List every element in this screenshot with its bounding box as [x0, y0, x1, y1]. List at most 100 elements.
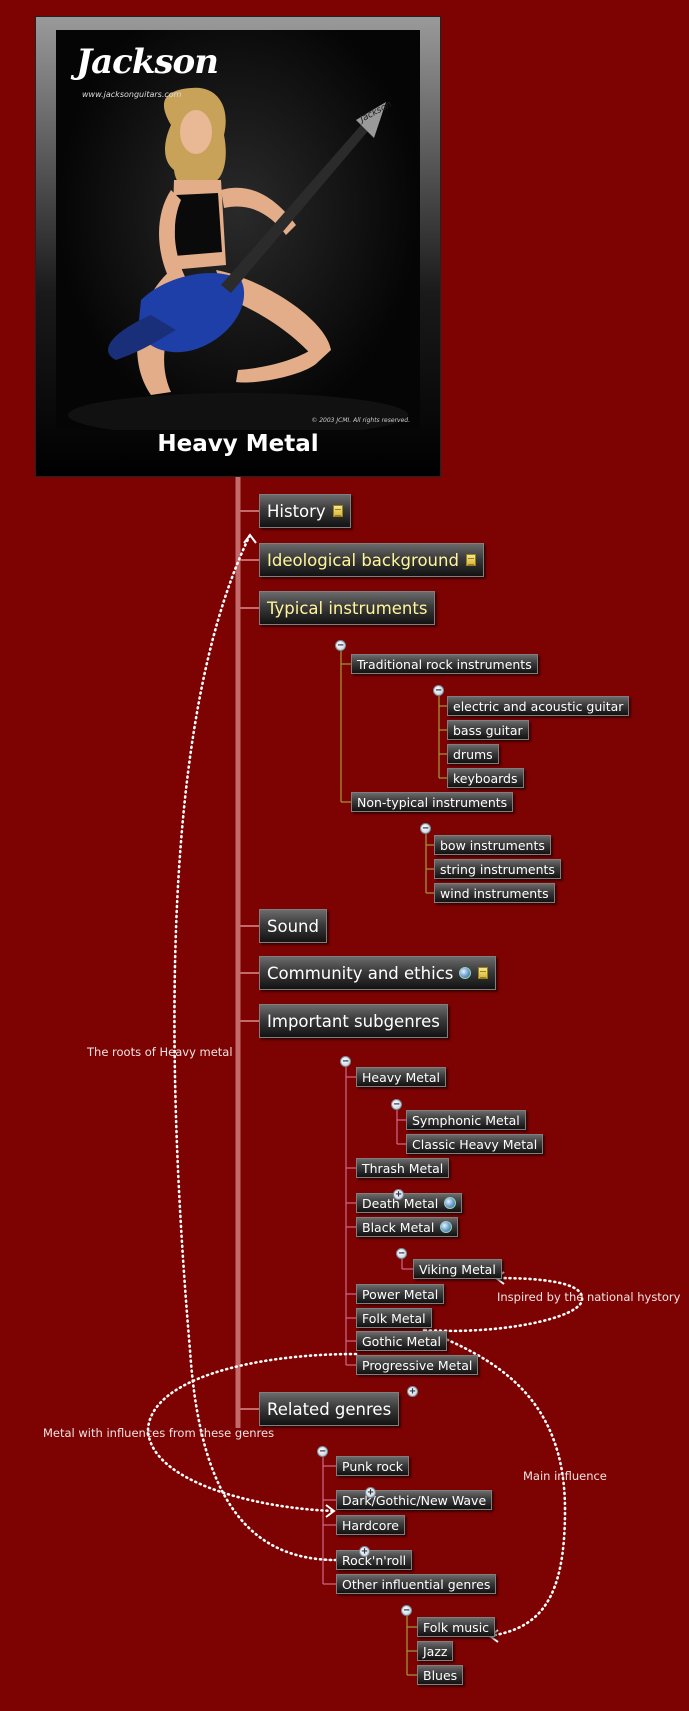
topic-subgenres[interactable]: Important subgenres	[259, 1004, 448, 1038]
topic-power[interactable]: Power Metal	[356, 1284, 445, 1304]
topic-label: Viking Metal	[419, 1261, 496, 1277]
topic-label: Folk music	[423, 1619, 490, 1635]
note-icon[interactable]	[465, 554, 476, 566]
topic-label: Dark/Gothic/New Wave	[342, 1492, 487, 1508]
topic-symph[interactable]: Symphonic Metal	[406, 1110, 526, 1130]
topic-ideological[interactable]: Ideological background	[259, 543, 484, 577]
topic-wind[interactable]: wind instruments	[434, 883, 555, 903]
topic-label: bow instruments	[440, 837, 545, 853]
topic-string[interactable]: string instruments	[434, 859, 561, 879]
topic-hardcore[interactable]: Hardcore	[336, 1515, 405, 1535]
relationship-main-influence[interactable]	[422, 1328, 567, 1638]
topic-label: string instruments	[440, 861, 555, 877]
topic-sound[interactable]: Sound	[259, 909, 327, 943]
relationship-national[interactable]	[423, 1276, 584, 1333]
topic-hm[interactable]: Heavy Metal	[356, 1067, 447, 1087]
relationship-roots[interactable]	[173, 533, 338, 1562]
topic-label: Punk rock	[342, 1458, 403, 1474]
relationship-label[interactable]: Inspired by the national hystory	[497, 1290, 681, 1304]
topic-drums[interactable]: drums	[447, 744, 499, 764]
topic-blues[interactable]: Blues	[417, 1665, 464, 1685]
topic-trad[interactable]: Traditional rock instruments	[351, 654, 538, 674]
topic-label: History	[267, 501, 326, 521]
globe-icon[interactable]	[440, 1221, 453, 1233]
central-topic[interactable]: Jackson Jackson www.jacksonguitars.com ©…	[35, 16, 441, 477]
topic-label: Ideological background	[267, 550, 459, 570]
collapse-toggle-black[interactable]: −	[396, 1248, 407, 1259]
topic-community[interactable]: Community and ethics	[259, 956, 497, 990]
topic-label: Black Metal	[362, 1219, 435, 1235]
relationship-label[interactable]: Metal with influences from these genres	[43, 1426, 275, 1440]
topic-label: drums	[453, 746, 493, 762]
topic-label: Sound	[267, 916, 319, 936]
topic-label: Progressive Metal	[362, 1357, 473, 1373]
collapse-toggle-nontyp[interactable]: −	[420, 823, 431, 834]
topic-black[interactable]: Black Metal	[356, 1217, 459, 1237]
topic-punk[interactable]: Punk rock	[336, 1456, 409, 1476]
topic-bow[interactable]: bow instruments	[434, 835, 551, 855]
topic-gothic[interactable]: Gothic Metal	[356, 1331, 447, 1351]
topic-label: Non-typical instruments	[357, 794, 508, 810]
topic-label: Hardcore	[342, 1517, 399, 1533]
collapse-toggle-related[interactable]: −	[317, 1446, 328, 1457]
expand-toggle-hardcore[interactable]: +	[359, 1546, 370, 1557]
expand-toggle-prog[interactable]: +	[407, 1386, 418, 1397]
topic-label: Classic Heavy Metal	[412, 1136, 538, 1152]
topic-history[interactable]: History	[259, 494, 351, 528]
brand-logo: Jackson	[76, 42, 219, 82]
topic-folkmetal[interactable]: Folk Metal	[356, 1308, 432, 1328]
guitarist-illustration: Jackson	[68, 87, 408, 430]
topic-keys[interactable]: keyboards	[447, 768, 524, 788]
topic-label: Folk Metal	[362, 1310, 426, 1326]
topic-dark[interactable]: Dark/Gothic/New Wave	[336, 1490, 493, 1510]
relationship-label[interactable]: Main influence	[523, 1469, 607, 1483]
topic-label: Heavy Metal	[362, 1069, 441, 1085]
collapse-toggle-hm[interactable]: −	[391, 1099, 402, 1110]
expand-toggle-punk[interactable]: +	[365, 1487, 376, 1498]
topic-label: Blues	[423, 1667, 458, 1683]
note-icon[interactable]	[332, 505, 343, 517]
globe-icon[interactable]	[444, 1197, 457, 1209]
topic-label: electric and acoustic guitar	[453, 698, 624, 714]
topic-prog[interactable]: Progressive Metal	[356, 1355, 479, 1375]
collapse-toggle-instruments[interactable]: −	[335, 640, 346, 651]
topic-rnr[interactable]: Rock'n'roll	[336, 1550, 413, 1570]
central-topic-title: Heavy Metal	[157, 431, 319, 457]
topic-label: Thrash Metal	[362, 1160, 444, 1176]
collapse-toggle-otherinfl[interactable]: −	[401, 1605, 412, 1616]
topic-otherinfl[interactable]: Other influential genres	[336, 1574, 497, 1594]
globe-icon[interactable]	[459, 967, 472, 979]
topic-label: Power Metal	[362, 1286, 439, 1302]
topic-label: keyboards	[453, 770, 518, 786]
topic-classic[interactable]: Classic Heavy Metal	[406, 1134, 544, 1154]
central-topic-image: Jackson Jackson www.jacksonguitars.com ©…	[56, 30, 420, 430]
topic-label: Important subgenres	[267, 1011, 440, 1031]
collapse-toggle-trad[interactable]: −	[433, 685, 444, 696]
topic-label: Typical instruments	[267, 598, 428, 618]
collapse-toggle-subgenres[interactable]: −	[340, 1056, 351, 1067]
topic-nontyp[interactable]: Non-typical instruments	[351, 792, 514, 812]
topic-bass[interactable]: bass guitar	[447, 720, 529, 740]
topic-label: wind instruments	[440, 885, 549, 901]
relationship-label[interactable]: The roots of Heavy metal	[87, 1045, 233, 1059]
image-copyright: © 2003 JCMI. All rights reserved.	[311, 417, 410, 424]
expand-toggle-thrash[interactable]: +	[393, 1189, 404, 1200]
topic-related[interactable]: Related genres	[259, 1392, 400, 1426]
topic-label: Traditional rock instruments	[357, 656, 532, 672]
topic-label: Other influential genres	[342, 1576, 491, 1592]
topic-folkmusic[interactable]: Folk music	[417, 1617, 496, 1637]
topic-jazz[interactable]: Jazz	[417, 1641, 454, 1661]
topic-viking[interactable]: Viking Metal	[413, 1259, 502, 1279]
relationship-gothic-influences[interactable]	[146, 1352, 358, 1513]
topic-label: Symphonic Metal	[412, 1112, 520, 1128]
topic-guitar[interactable]: electric and acoustic guitar	[447, 696, 630, 716]
topic-death[interactable]: Death Metal	[356, 1193, 463, 1213]
topic-label: Related genres	[267, 1399, 392, 1419]
note-icon[interactable]	[478, 967, 489, 979]
topic-thrash[interactable]: Thrash Metal	[356, 1158, 450, 1178]
topic-instruments[interactable]: Typical instruments	[259, 591, 436, 625]
topic-label: Death Metal	[362, 1195, 439, 1211]
topic-label: Jazz	[423, 1643, 448, 1659]
